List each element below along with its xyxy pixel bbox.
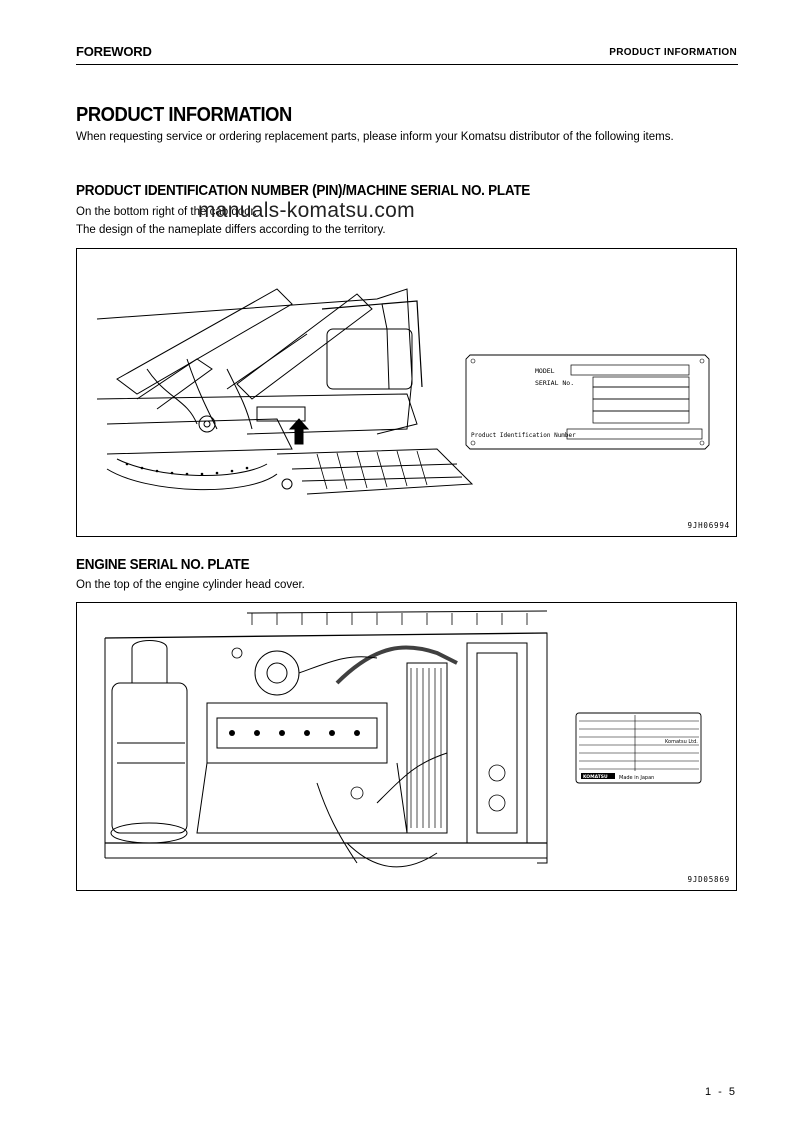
figure-code: 9JD05869 xyxy=(687,875,730,884)
plate-model-label: MODEL xyxy=(535,367,555,375)
engine-illustration: Komatsu Ltd. KOMATSU Made in Japan xyxy=(104,610,702,868)
engine-plate-company: Komatsu Ltd. xyxy=(665,739,698,745)
page-title: PRODUCT INFORMATION xyxy=(76,104,292,126)
pin-plate-heading: PRODUCT IDENTIFICATION NUMBER (PIN)/MACH… xyxy=(76,182,531,199)
plate-serial-label: SERIAL No. xyxy=(535,379,574,387)
figure-code: 9JH06994 xyxy=(687,521,730,530)
intro-paragraph: When requesting service or ordering repl… xyxy=(76,131,674,143)
engine-plate-made-in: Made in Japan xyxy=(619,775,654,781)
header-section-label: FOREWORD xyxy=(76,44,152,59)
engine-plate-location-text: On the top of the engine cylinder head c… xyxy=(76,579,305,591)
pin-plate-figure: MODEL SERIAL No. Product Identification … xyxy=(76,248,737,537)
engine-serial-nameplate: Komatsu Ltd. KOMATSU Made in Japan xyxy=(575,712,702,784)
watermark: manuals-komatsu.com xyxy=(198,199,415,222)
pin-plate-design-note: The design of the nameplate differs acco… xyxy=(76,224,386,236)
engine-plate-brand: KOMATSU xyxy=(583,774,608,780)
pin-plate-location-text: On the bottom right of the cab door. xyxy=(76,206,257,218)
header-rule xyxy=(76,64,738,65)
engine-plate-heading: ENGINE SERIAL NO. PLATE xyxy=(76,556,250,573)
header-page-label: PRODUCT INFORMATION xyxy=(609,47,737,58)
engine-plate-figure: Komatsu Ltd. KOMATSU Made in Japan 9JD05… xyxy=(76,602,737,891)
page-number: 1 - 5 xyxy=(704,1086,737,1098)
machine-illustration: MODEL SERIAL No. Product Identification … xyxy=(96,288,710,495)
plate-pin-label: Product Identification Number xyxy=(471,432,576,439)
machine-serial-nameplate: MODEL SERIAL No. Product Identification … xyxy=(465,354,710,450)
